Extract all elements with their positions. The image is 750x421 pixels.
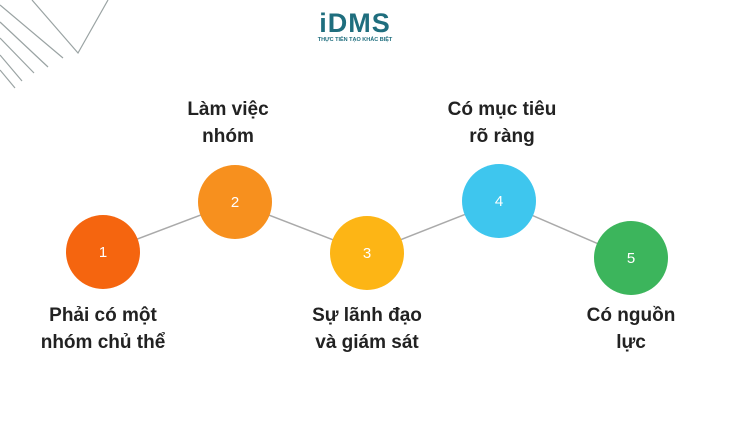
label-line: Có mục tiêu [447, 99, 557, 120]
step-number: 4 [494, 192, 504, 210]
step-number: 5 [626, 249, 636, 267]
label-line: Làm việc [187, 99, 269, 120]
step-4-circle: 4 [462, 164, 536, 238]
step-1-label: Phải có một nhóm chủ thể [18, 302, 188, 356]
label-line: lực [616, 332, 646, 353]
logo-tagline: THỰC TIỄN TẠO KHÁC BIỆT [317, 37, 393, 43]
step-3-circle: 3 [330, 216, 404, 290]
step-2-circle: 2 [198, 165, 272, 239]
corner-stripes [0, 0, 109, 89]
label-line: nhóm [202, 126, 254, 147]
label-line: Có nguồn [586, 305, 676, 326]
step-number: 3 [362, 244, 372, 262]
step-1-circle: 1 [66, 215, 140, 289]
logo-mark: iDMS [319, 8, 391, 38]
step-2-label: Làm việc nhóm [143, 96, 313, 150]
step-number: 2 [230, 193, 240, 211]
idms-logo: iDMS THỰC TIỄN TẠO KHÁC BIỆT [312, 10, 398, 44]
step-4-label: Có mục tiêu rõ ràng [417, 96, 587, 150]
step-number: 1 [98, 243, 108, 261]
label-line: và giám sát [315, 332, 419, 353]
label-line: Phải có một [49, 305, 157, 326]
step-3-label: Sự lãnh đạo và giám sát [282, 302, 452, 356]
label-line: nhóm chủ thể [40, 332, 166, 353]
step-5-label: Có nguồn lực [546, 302, 716, 356]
step-5-circle: 5 [594, 221, 668, 295]
label-line: rõ ràng [469, 126, 535, 147]
label-line: Sự lãnh đạo [312, 305, 422, 326]
